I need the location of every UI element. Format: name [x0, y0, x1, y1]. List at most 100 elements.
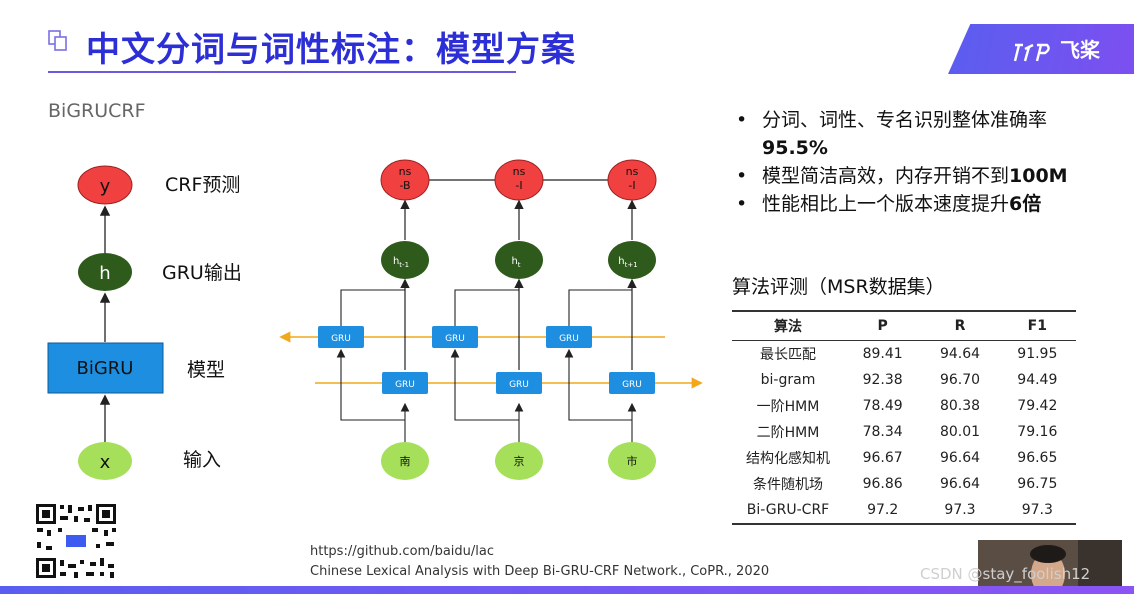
- results-table: 算法 P R F1 最长匹配 89.41 94.64 91.95 bi-gram 92.…: [732, 310, 1076, 525]
- tag-node-line1: ns: [399, 165, 412, 178]
- forward-gru-cell: [382, 372, 428, 394]
- hidden-node-label: ht-1: [393, 256, 409, 269]
- table-row: bi-gram 92.38 96.70 94.49: [732, 367, 1076, 393]
- h-node-label: h: [99, 263, 110, 284]
- brand-logo: 飞桨: [1011, 34, 1100, 63]
- table-cell: 条件随机场: [753, 477, 823, 493]
- input-char-node: [495, 442, 543, 480]
- gru-cell-label: GRU: [559, 334, 579, 344]
- gru-cell-label: GRU: [445, 334, 465, 344]
- gru-cell-label: GRU: [331, 334, 351, 344]
- table-cell: 97.3: [921, 497, 999, 525]
- table-cell: 结构化感知机: [746, 451, 830, 467]
- tag-node-line1: ns: [513, 165, 526, 178]
- table-row: 结构化感知机 96.67 96.64 96.65: [732, 445, 1076, 471]
- bullet-item: 模型简洁高效，内存开销不到100M: [734, 162, 1114, 190]
- table-cell: 96.67: [862, 450, 903, 466]
- input-char-label: 市: [627, 454, 638, 468]
- table-cell: 96.64: [939, 450, 981, 466]
- table-cell: Bi-GRU-CRF: [732, 497, 844, 525]
- input-char-node: [608, 442, 656, 480]
- simple-model-diagram: y h BiGRU x CRF预测 GRU输出 模型 输入: [47, 165, 242, 480]
- table-header-row: 算法 P R F1: [732, 310, 1076, 341]
- reference-paper: Chinese Lexical Analysis with Deep Bi-GR…: [310, 564, 770, 579]
- column-header: 算法: [732, 310, 844, 341]
- forward-gru-cell: [496, 372, 542, 394]
- table-cell: 78.34: [862, 424, 903, 440]
- gru-cell-label: GRU: [395, 380, 415, 390]
- backward-gru-cell: [318, 326, 364, 348]
- x-node-label: x: [100, 452, 111, 473]
- input-char-label: 南: [400, 455, 411, 468]
- column-header: R: [921, 310, 999, 341]
- hidden-node: [608, 241, 656, 279]
- gru-cell-label: GRU: [509, 380, 529, 390]
- table-row: 一阶HMM 78.49 80.38 79.42: [732, 393, 1076, 419]
- gru-cell-label: GRU: [622, 380, 642, 390]
- input-char-node: [381, 442, 429, 480]
- table-cell: 78.49: [862, 398, 903, 414]
- tag-node-line2: -I: [628, 179, 635, 192]
- backward-gru-cell: [432, 326, 478, 348]
- table-cell: 一阶HMM: [756, 399, 820, 415]
- brand-name: 飞桨: [1060, 38, 1100, 62]
- table-cell: 94.49: [1017, 372, 1058, 388]
- presenter-webcam-image: [978, 540, 1122, 594]
- table-row: 二阶HMM 78.34 80.01 79.16: [732, 419, 1076, 445]
- title-decoration-icon: [48, 30, 67, 51]
- tag-node-line2: -B: [399, 179, 410, 192]
- tag-node-line2: -I: [515, 179, 522, 192]
- hidden-node: [495, 241, 543, 279]
- model-label: 模型: [187, 359, 225, 381]
- table-cell: 96.65: [1017, 450, 1058, 466]
- bottom-accent-bar: [0, 586, 1134, 594]
- table-cell: 94.64: [939, 346, 981, 362]
- y-node-label: y: [100, 176, 111, 197]
- results-table-title: 算法评测（MSR数据集）: [732, 276, 945, 298]
- presenter-icon: [978, 540, 1122, 594]
- bullet-item: 性能相比上一个版本速度提升6倍: [734, 190, 1114, 218]
- model-subtitle: BiGRUCRF: [48, 100, 146, 122]
- references: https://github.com/baidu/lac Chinese Lex…: [310, 542, 769, 582]
- bigru-box-label: BiGRU: [77, 358, 134, 379]
- table-cell: bi-gram: [760, 372, 816, 388]
- paddle-logo-icon: [1013, 43, 1050, 61]
- backward-gru-cell: [546, 326, 592, 348]
- tag-node-line1: ns: [626, 165, 639, 178]
- table-cell: 最长匹配: [760, 347, 816, 363]
- title-underline: [48, 71, 516, 73]
- table-cell: 80.38: [939, 398, 981, 414]
- h-node: [78, 253, 132, 291]
- table-cell: 96.70: [939, 372, 981, 388]
- gru-output-label: GRU输出: [162, 262, 242, 284]
- table-cell: 80.01: [939, 424, 981, 440]
- reference-url: https://github.com/baidu/lac: [310, 544, 494, 559]
- crf-predict-label: CRF预测: [165, 174, 240, 196]
- table-row: 最长匹配 89.41 94.64 91.95: [732, 341, 1076, 368]
- table-cell: 96.86: [862, 476, 903, 492]
- qr-code-image: [34, 502, 118, 580]
- table-cell: 79.16: [1017, 424, 1058, 440]
- x-node: [78, 442, 132, 480]
- table-cell: 89.41: [862, 346, 903, 362]
- hidden-node-label: ht: [511, 256, 520, 269]
- table-cell: 91.95: [1017, 346, 1058, 362]
- table-cell: 79.42: [1017, 398, 1058, 414]
- table-cell: 92.38: [862, 372, 903, 388]
- y-node: [77, 165, 133, 205]
- forward-gru-cell: [609, 372, 655, 394]
- column-header: F1: [998, 310, 1076, 341]
- table-cell: 97.2: [844, 497, 922, 525]
- column-header: P: [844, 310, 922, 341]
- input-char-label: 京: [514, 454, 525, 468]
- table-cell: 二阶HMM: [756, 425, 820, 441]
- table-cell: 96.75: [1017, 476, 1058, 492]
- input-label: 输入: [183, 449, 221, 471]
- page-title: 中文分词与词性标注：模型方案: [86, 30, 576, 70]
- hidden-node: [381, 241, 429, 279]
- csdn-watermark: CSDN @stay_foolish12: [920, 565, 1091, 583]
